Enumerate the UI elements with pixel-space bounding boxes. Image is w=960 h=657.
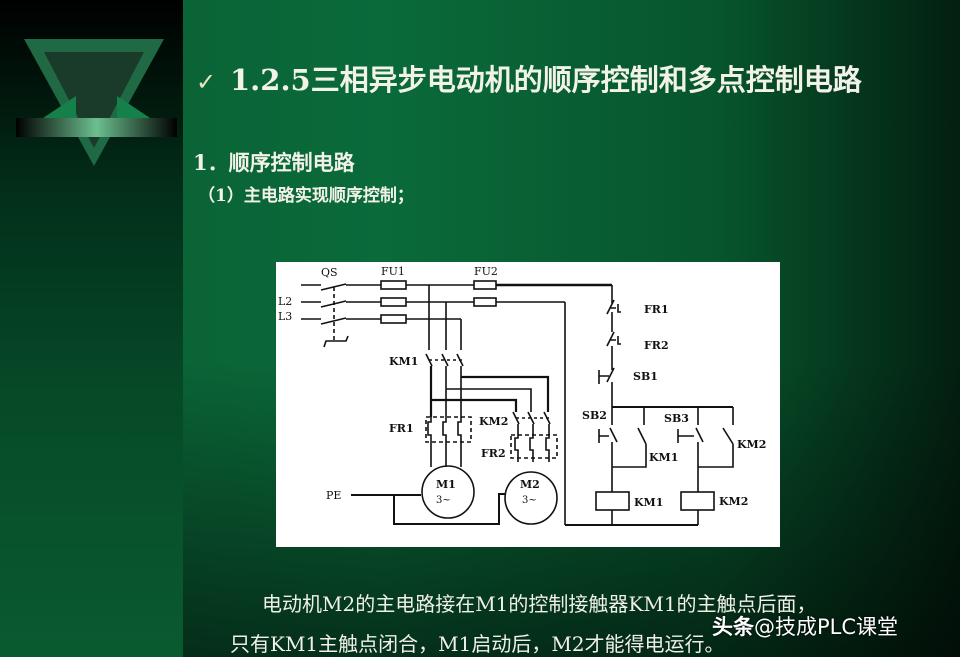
control-circuit	[565, 285, 734, 526]
label-fr1-main: FR1	[389, 422, 414, 435]
left-decor-panel	[0, 0, 183, 657]
checkmark-arrow-icon: ✓	[196, 68, 217, 96]
label-sb2: SB2	[582, 409, 607, 422]
paragraph-line-1: 电动机M2的主电路接在M1的控制接触器KM1的主触点后面，	[262, 592, 817, 616]
label-sb1: SB1	[633, 370, 658, 383]
watermark: 头条@技成PLC课堂	[712, 611, 898, 641]
watermark-prefix: 头条	[712, 615, 754, 639]
slide-title: ✓ 1.2.5三相异步电动机的顺序控制和多点控制电路	[196, 62, 896, 98]
subsection-heading: （1）主电路实现顺序控制；	[198, 186, 414, 206]
label-l3: L3	[278, 310, 292, 323]
motor-m1	[421, 465, 475, 519]
label-l2: L2	[278, 295, 292, 308]
section-heading: 1．顺序控制电路	[193, 150, 355, 175]
label-m1: M1	[436, 478, 456, 491]
label-m2: M2	[520, 478, 540, 491]
phase-lines	[301, 280, 612, 525]
label-km2-main: KM2	[479, 415, 508, 428]
label-m2-type: 3~	[522, 495, 537, 506]
label-km2-aux: KM2	[737, 438, 766, 451]
triangle-logo	[16, 39, 177, 166]
paragraph-line-2: 只有KM1主触点闭合，M1启动后，M2才能得电运行。	[230, 632, 725, 656]
label-qs: QS	[321, 266, 338, 279]
fr1-main	[421, 416, 475, 519]
label-fr1-ctrl: FR1	[644, 303, 669, 316]
watermark-text: @技成PLC课堂	[754, 615, 899, 639]
label-fr2-main: FR2	[481, 447, 506, 460]
motor-m2	[504, 471, 558, 525]
label-pe: PE	[326, 489, 341, 502]
label-fr2-ctrl: FR2	[644, 339, 669, 352]
label-sb3: SB3	[664, 412, 689, 425]
km1-main-contacts	[425, 285, 550, 417]
label-fu2: FU2	[474, 265, 498, 278]
label-km2-coil: KM2	[719, 495, 748, 508]
circuit-diagram: QS FU1 FU2 L2 L3 KM1 FR1 KM2 FR2 M1 3~ M…	[276, 262, 780, 547]
label-fu1: FU1	[381, 265, 405, 278]
label-km1-aux: KM1	[649, 451, 678, 464]
label-m1-type: 3~	[436, 495, 451, 506]
km2-main-contacts	[504, 411, 558, 525]
fuse-fu1-1	[380, 280, 407, 290]
label-km1-main: KM1	[389, 355, 418, 368]
title-text: 1.2.5三相异步电动机的顺序控制和多点控制电路	[230, 63, 862, 97]
label-km1-coil: KM1	[634, 496, 663, 509]
